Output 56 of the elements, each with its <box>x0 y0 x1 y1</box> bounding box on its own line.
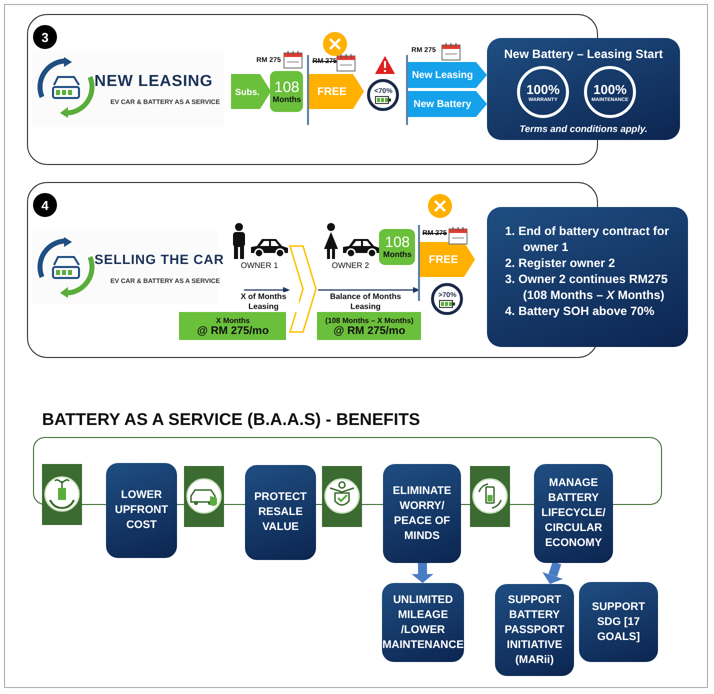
list-item: 3. Owner 2 continues RM275 (108 Months – X Months) <box>504 271 669 303</box>
panel-heading: New Battery – Leasing Start <box>503 47 664 61</box>
bar-amount: @ RM 275/mo <box>196 324 269 337</box>
terms-note: Terms and conditions apply. <box>518 124 649 135</box>
payment-bar <box>179 312 286 340</box>
list-item: 2. Register owner 2 <box>504 255 616 271</box>
duration-box <box>379 229 416 266</box>
arrow <box>244 287 290 293</box>
scheme-title: NEW LEASING <box>94 73 213 92</box>
benefit-text: ELIMINATE WORRY/ PEACE OF MINDS <box>392 484 452 544</box>
info-panel <box>487 38 680 140</box>
duration-number: 108 <box>274 80 300 95</box>
percent-value: 100% <box>593 82 627 96</box>
percent-value: 100% <box>526 82 560 96</box>
list-item: 1. End of battery contract for owner 1 <box>504 223 670 255</box>
benefit-text: SUPPORT BATTERY PASSPORT INITIATIVE (MARii) <box>504 592 566 668</box>
benefit-box <box>382 583 464 662</box>
benefit-box <box>383 464 461 563</box>
payment-bar <box>317 312 422 340</box>
arrow-tag <box>407 91 488 118</box>
battery-badge <box>431 283 464 316</box>
scheme-title: SELLING THE CAR <box>94 252 224 267</box>
block-arrow <box>542 562 564 584</box>
title-card <box>32 51 224 128</box>
benefit-text: PROTECT RESALE VALUE <box>253 490 308 535</box>
duration-unit: Months <box>383 250 412 260</box>
benefit-text: SUPPORT SDG [17 GOALS] <box>590 600 646 644</box>
arrow <box>318 287 420 293</box>
benefit-box <box>579 582 658 662</box>
duration-number: 108 <box>384 235 410 250</box>
benefit-text: UNLIMITED MILEAGE /LOWER MAINTENANCE <box>382 592 464 652</box>
benefit-box <box>495 584 574 676</box>
tag-label: FREE <box>428 254 458 266</box>
tag-label: New Battery <box>413 98 472 110</box>
percent-ring <box>584 66 636 118</box>
benefit-box <box>245 465 316 560</box>
owner-label: OWNER 1 <box>240 261 280 270</box>
chevron-tag <box>231 74 272 110</box>
benefit-box <box>106 463 177 558</box>
section-heading: BATTERY AS A SERVICE (B.A.A.S) - BENEFITS <box>42 410 420 430</box>
owner-label: OWNER 2 <box>330 261 370 270</box>
block-arrow <box>412 562 434 583</box>
tag-label: New Leasing <box>412 70 473 81</box>
benefit-box <box>534 464 613 563</box>
tag-label: Subs. <box>235 86 260 97</box>
step-badge: 4 <box>33 193 57 217</box>
step-badge: 3 <box>33 25 57 49</box>
info-panel <box>487 207 688 347</box>
list-item: 4. Battery SOH above 70% <box>504 303 656 319</box>
duration-unit: Months <box>272 94 302 104</box>
percent-ring <box>517 66 569 118</box>
bar-amount: @ RM 275/mo <box>333 324 406 337</box>
battery-badge <box>367 79 400 112</box>
tag-label: FREE <box>317 86 347 98</box>
benefit-text: MANAGE BATTERY LIFECYCLE/ CIRCULAR ECONOMY <box>540 476 607 551</box>
benefit-text: LOWER UPFRONT COST <box>114 488 170 533</box>
